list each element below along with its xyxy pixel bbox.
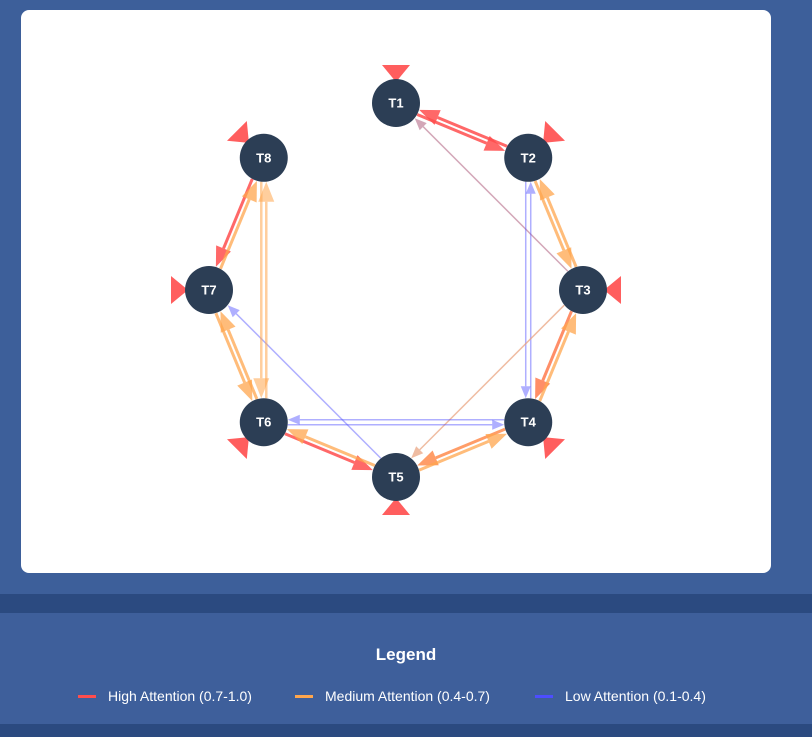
node-label: T2 <box>521 150 536 165</box>
legend-swatch-high <box>78 694 96 698</box>
node-circle <box>504 133 553 182</box>
edges-layer <box>214 109 578 472</box>
self-loop-T3 <box>604 276 621 304</box>
edge-arrowhead <box>241 180 257 203</box>
edge-T3-T1 <box>414 118 569 272</box>
edge-T2-T4 <box>520 181 531 399</box>
edge-T4-T2 <box>525 181 536 399</box>
legend-item-low: Low Attention (0.1-0.4) <box>535 688 706 704</box>
edge-line <box>222 178 254 249</box>
node-circle <box>239 398 288 447</box>
edge-arrowhead <box>539 178 555 201</box>
edge-arrowhead <box>492 419 505 430</box>
legend-swatch-medium <box>295 694 313 698</box>
edge-T6-T4 <box>287 419 505 430</box>
edge-arrowhead <box>414 118 427 131</box>
node-circle <box>504 398 553 447</box>
edge-arrowhead <box>220 311 236 333</box>
edge-line <box>418 439 490 472</box>
legend-item-high: High Attention (0.7-1.0) <box>78 688 252 704</box>
node-circle <box>372 453 420 501</box>
node-label: T8 <box>256 150 271 165</box>
edge-arrowhead <box>525 181 536 194</box>
edge-arrowhead <box>556 247 572 269</box>
edge-arrowhead <box>237 379 253 402</box>
self-loop-T4 <box>543 437 565 459</box>
node-T1[interactable]: T1 <box>372 79 420 127</box>
node-T4[interactable]: T4 <box>504 398 553 447</box>
node-T2[interactable]: T2 <box>504 133 553 182</box>
edge-line <box>419 304 565 451</box>
edge-arrowhead <box>286 429 309 445</box>
node-circle <box>372 79 420 127</box>
edge-T7-T8 <box>219 180 257 270</box>
edge-T4-T6 <box>287 414 505 425</box>
self-loop-T8 <box>227 121 249 143</box>
node-label: T7 <box>201 283 216 298</box>
node-T5[interactable]: T5 <box>372 453 420 501</box>
edge-arrowhead <box>520 386 531 399</box>
node-T6[interactable]: T6 <box>239 398 288 447</box>
self-loop-T6 <box>227 437 249 459</box>
node-T3[interactable]: T3 <box>559 266 607 314</box>
node-T7[interactable]: T7 <box>185 266 233 314</box>
edge-T2-T1 <box>419 109 508 148</box>
edge-line <box>437 116 508 148</box>
legend-swatch-low <box>535 694 553 698</box>
node-T8[interactable]: T8 <box>239 133 288 182</box>
edge-arrowhead <box>561 313 577 335</box>
edge-T3-T2 <box>539 178 578 268</box>
edge-line <box>538 331 570 402</box>
legend-item-medium: Medium Attention (0.4-0.7) <box>295 688 490 704</box>
edge-line <box>422 126 569 272</box>
edge-arrowhead <box>227 305 240 318</box>
edge-line <box>284 432 355 464</box>
edge-T3-T5 <box>411 304 565 459</box>
edge-line <box>226 329 259 400</box>
node-circle <box>185 266 233 314</box>
node-label: T3 <box>575 283 590 298</box>
node-label: T1 <box>388 96 403 111</box>
edge-arrowhead <box>419 109 441 125</box>
node-label: T6 <box>256 415 271 430</box>
self-loop-T7 <box>171 276 188 304</box>
bottom-bar <box>0 724 812 737</box>
legend-title: Legend <box>375 645 437 664</box>
edge-arrowhead <box>417 450 439 466</box>
edge-T5-T4 <box>418 433 508 472</box>
edge-arrowhead <box>411 446 424 459</box>
edge-T8-T6 <box>253 181 270 399</box>
node-label: T5 <box>388 470 403 485</box>
self-loop-T1 <box>382 65 410 82</box>
self-loop-T2 <box>543 121 565 143</box>
divider <box>0 594 812 613</box>
edge-arrowhead <box>253 378 270 399</box>
legend-label-low: Low Attention (0.1-0.4) <box>565 688 706 704</box>
node-circle <box>239 133 288 182</box>
edge-line <box>304 435 376 467</box>
edge-line <box>219 198 251 270</box>
edge-T6-T7 <box>220 311 259 400</box>
legend-panel: Legend High Attention (0.7-1.0) Medium A… <box>0 613 812 724</box>
edge-T5-T6 <box>286 429 376 467</box>
edge-arrowhead <box>485 433 508 449</box>
legend-label-medium: Medium Attention (0.4-0.7) <box>325 688 490 704</box>
edge-line <box>545 196 578 268</box>
edge-arrowhead <box>287 414 300 425</box>
self-loops-layer <box>171 65 621 515</box>
edge-line <box>416 113 488 145</box>
node-label: T4 <box>521 415 537 430</box>
self-loop-T5 <box>382 498 410 515</box>
edge-T4-T3 <box>538 313 577 402</box>
node-circle <box>559 266 607 314</box>
legend-label-high: High Attention (0.7-1.0) <box>108 688 252 704</box>
